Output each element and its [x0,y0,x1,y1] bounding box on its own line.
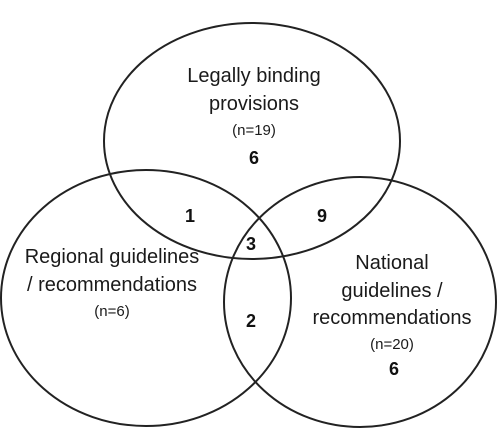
region-all-three: 3 [246,234,256,254]
national-guidelines-label-line1: National [355,252,428,274]
national-guidelines-label-line2: guidelines / [341,280,443,302]
region-regional-national: 2 [246,311,256,331]
legal-provisions-circle [103,22,401,260]
regional-guidelines-count: (n=6) [94,303,129,320]
regional-guidelines-label-line2: / recommendations [27,274,197,296]
region-legal-regional: 1 [185,206,195,226]
regional-guidelines-circle [0,169,292,427]
region-legal-national: 9 [317,206,327,226]
national-guidelines-circle [223,176,497,428]
region-national-only: 6 [389,359,399,379]
legal-provisions-count: (n=19) [232,122,276,139]
legal-provisions-label-line2: provisions [209,93,299,115]
national-guidelines-count: (n=20) [370,336,414,353]
regional-guidelines-label-line1: Regional guidelines [25,246,200,268]
region-legal-only: 6 [249,148,259,168]
legal-provisions-label-line1: Legally binding [187,65,320,87]
national-guidelines-label-line3: recommendations [313,307,472,329]
